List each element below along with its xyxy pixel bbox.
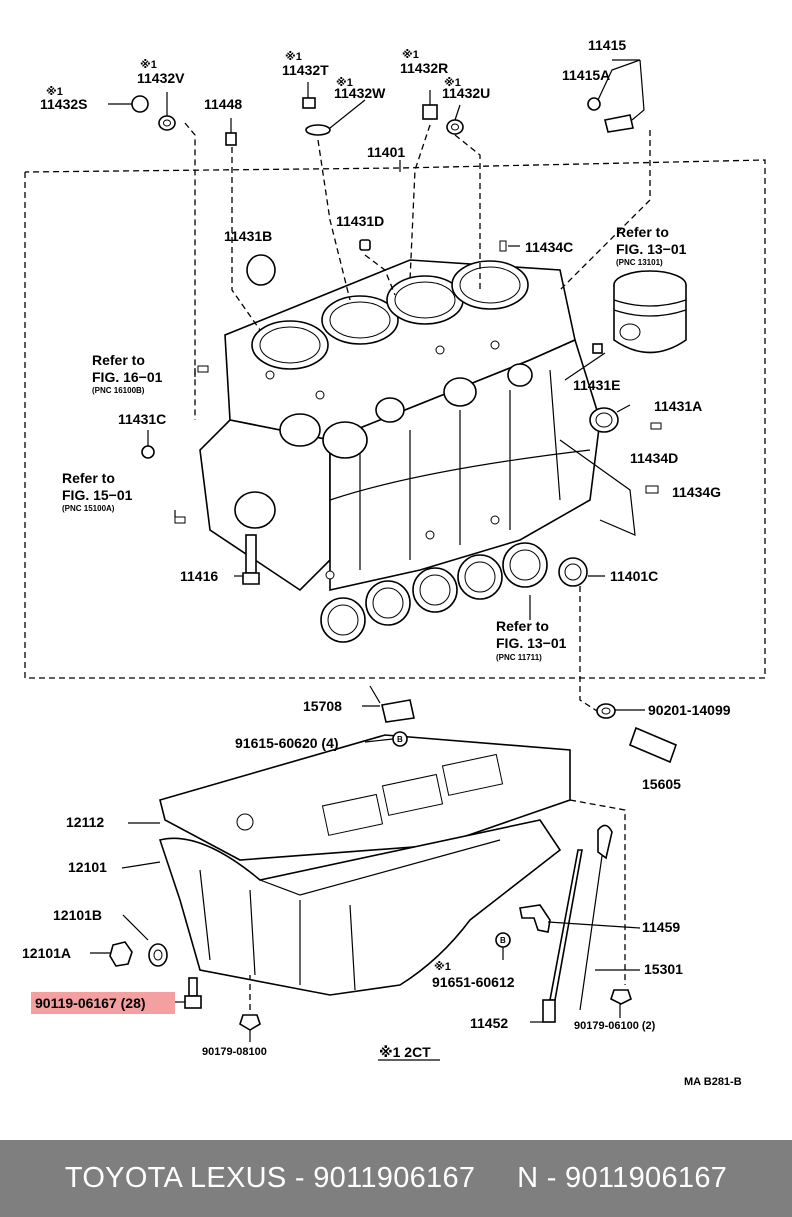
part-label-11432T[interactable]: 11432T xyxy=(282,62,329,78)
star-mark: ※1 xyxy=(444,77,461,89)
part-label-90179-06100[interactable]: 90179-06100 (2) xyxy=(574,1020,656,1032)
leader-lines xyxy=(90,59,651,1061)
part-label-11434G[interactable]: 11434G xyxy=(672,484,721,500)
cylinder-block-drawing xyxy=(199,259,636,592)
fig-15-01-label[interactable]: FIG. 15−01 xyxy=(62,487,133,503)
pnc-11711-label: (PNC 11711) xyxy=(496,653,542,662)
part-label-11431E[interactable]: 11431E xyxy=(573,377,621,393)
part-labels: ※1 11432S ※1 11432V 11448 ※1 11432T ※1 1… xyxy=(22,37,742,1088)
part-label-12101B[interactable]: 12101B xyxy=(53,907,102,923)
star-mark: ※1 xyxy=(46,86,63,98)
star-mark: ※1 xyxy=(434,961,451,973)
part-label-11459[interactable]: 11459 xyxy=(642,919,680,935)
highlight-90119-06167 xyxy=(31,992,175,1014)
part-label-11431A[interactable]: 11431A xyxy=(654,398,702,414)
part-number-footer: TOYOTA LEXUS - 9011906167 N - 9011906167 xyxy=(0,1140,792,1217)
part-label-11434D[interactable]: 11434D xyxy=(630,450,678,466)
diagram-code: MA B281-B xyxy=(684,1076,742,1088)
star-mark: ※1 xyxy=(402,49,419,61)
part-label-11432S[interactable]: 11432S xyxy=(40,96,88,112)
part-label-11452[interactable]: 11452 xyxy=(470,1015,508,1031)
fig-13-01-label[interactable]: FIG. 13−01 xyxy=(616,241,687,257)
block-assembly-boundary xyxy=(24,159,766,679)
engine-block-parts-diagram: ※1 11432S ※1 11432V 11448 ※1 11432T ※1 1… xyxy=(22,37,766,1088)
refer-to-label: Refer to xyxy=(62,470,115,486)
part-label-11415A[interactable]: 11415A xyxy=(562,67,610,83)
oil-pan-drawing xyxy=(109,685,678,1031)
engine-note: ※1 2CT xyxy=(379,1044,431,1060)
part-label-11432R[interactable]: 11432R xyxy=(400,60,448,76)
fig-13-01-label[interactable]: FIG. 13−01 xyxy=(496,635,567,651)
part-label-11431B[interactable]: 11431B xyxy=(224,228,272,244)
part-label-15605[interactable]: 15605 xyxy=(642,776,681,792)
pnc-15100a-label: (PNC 15100A) xyxy=(62,504,115,513)
part-label-11434C[interactable]: 11434C xyxy=(525,239,573,255)
part-label-15708[interactable]: 15708 xyxy=(303,698,342,714)
part-label-11415[interactable]: 11415 xyxy=(588,37,626,53)
part-label-11432W[interactable]: 11432W xyxy=(334,85,386,101)
refer-to-label: Refer to xyxy=(496,618,549,634)
part-label-12101[interactable]: 12101 xyxy=(68,859,107,875)
part-label-11431C[interactable]: 11431C xyxy=(118,411,166,427)
part-label-90179-08100[interactable]: 90179-08100 xyxy=(202,1046,267,1058)
part-label-90119-06167[interactable]: 90119-06167 (28) xyxy=(35,995,146,1011)
refer-to-label: Refer to xyxy=(92,352,145,368)
part-label-11431D[interactable]: 11431D xyxy=(336,213,384,229)
refer-to-label: Refer to xyxy=(616,224,669,240)
pnc-16100b-label: (PNC 16100B) xyxy=(92,386,145,395)
part-label-12112[interactable]: 12112 xyxy=(66,814,104,830)
part-label-90201-14099[interactable]: 90201-14099 xyxy=(648,702,731,718)
star-mark: ※1 xyxy=(140,59,157,71)
part-label-91651-60612[interactable]: 91651-60612 xyxy=(432,974,515,990)
star-mark: ※1 xyxy=(285,51,302,63)
part-label-11432V[interactable]: 11432V xyxy=(137,70,185,86)
circled-b-mark: B xyxy=(500,936,506,945)
part-label-11401[interactable]: 11401 xyxy=(367,144,405,160)
circled-b-mark: B xyxy=(397,735,403,744)
part-label-91615-60620[interactable]: 91615-60620 (4) xyxy=(235,735,339,751)
part-label-12101A[interactable]: 12101A xyxy=(22,945,71,961)
part-label-11416[interactable]: 11416 xyxy=(180,568,218,584)
part-label-11432U[interactable]: 11432U xyxy=(442,85,490,101)
star-mark: ※1 xyxy=(336,77,353,89)
part-label-11401C[interactable]: 11401C xyxy=(610,568,658,584)
footer-text: TOYOTA LEXUS - 9011906167 N - 9011906167 xyxy=(64,1162,728,1194)
part-label-11448[interactable]: 11448 xyxy=(204,96,242,112)
pnc-13101-label: (PNC 13101) xyxy=(616,258,663,267)
fig-16-01-label[interactable]: FIG. 16−01 xyxy=(92,369,163,385)
part-label-15301[interactable]: 15301 xyxy=(644,961,683,977)
